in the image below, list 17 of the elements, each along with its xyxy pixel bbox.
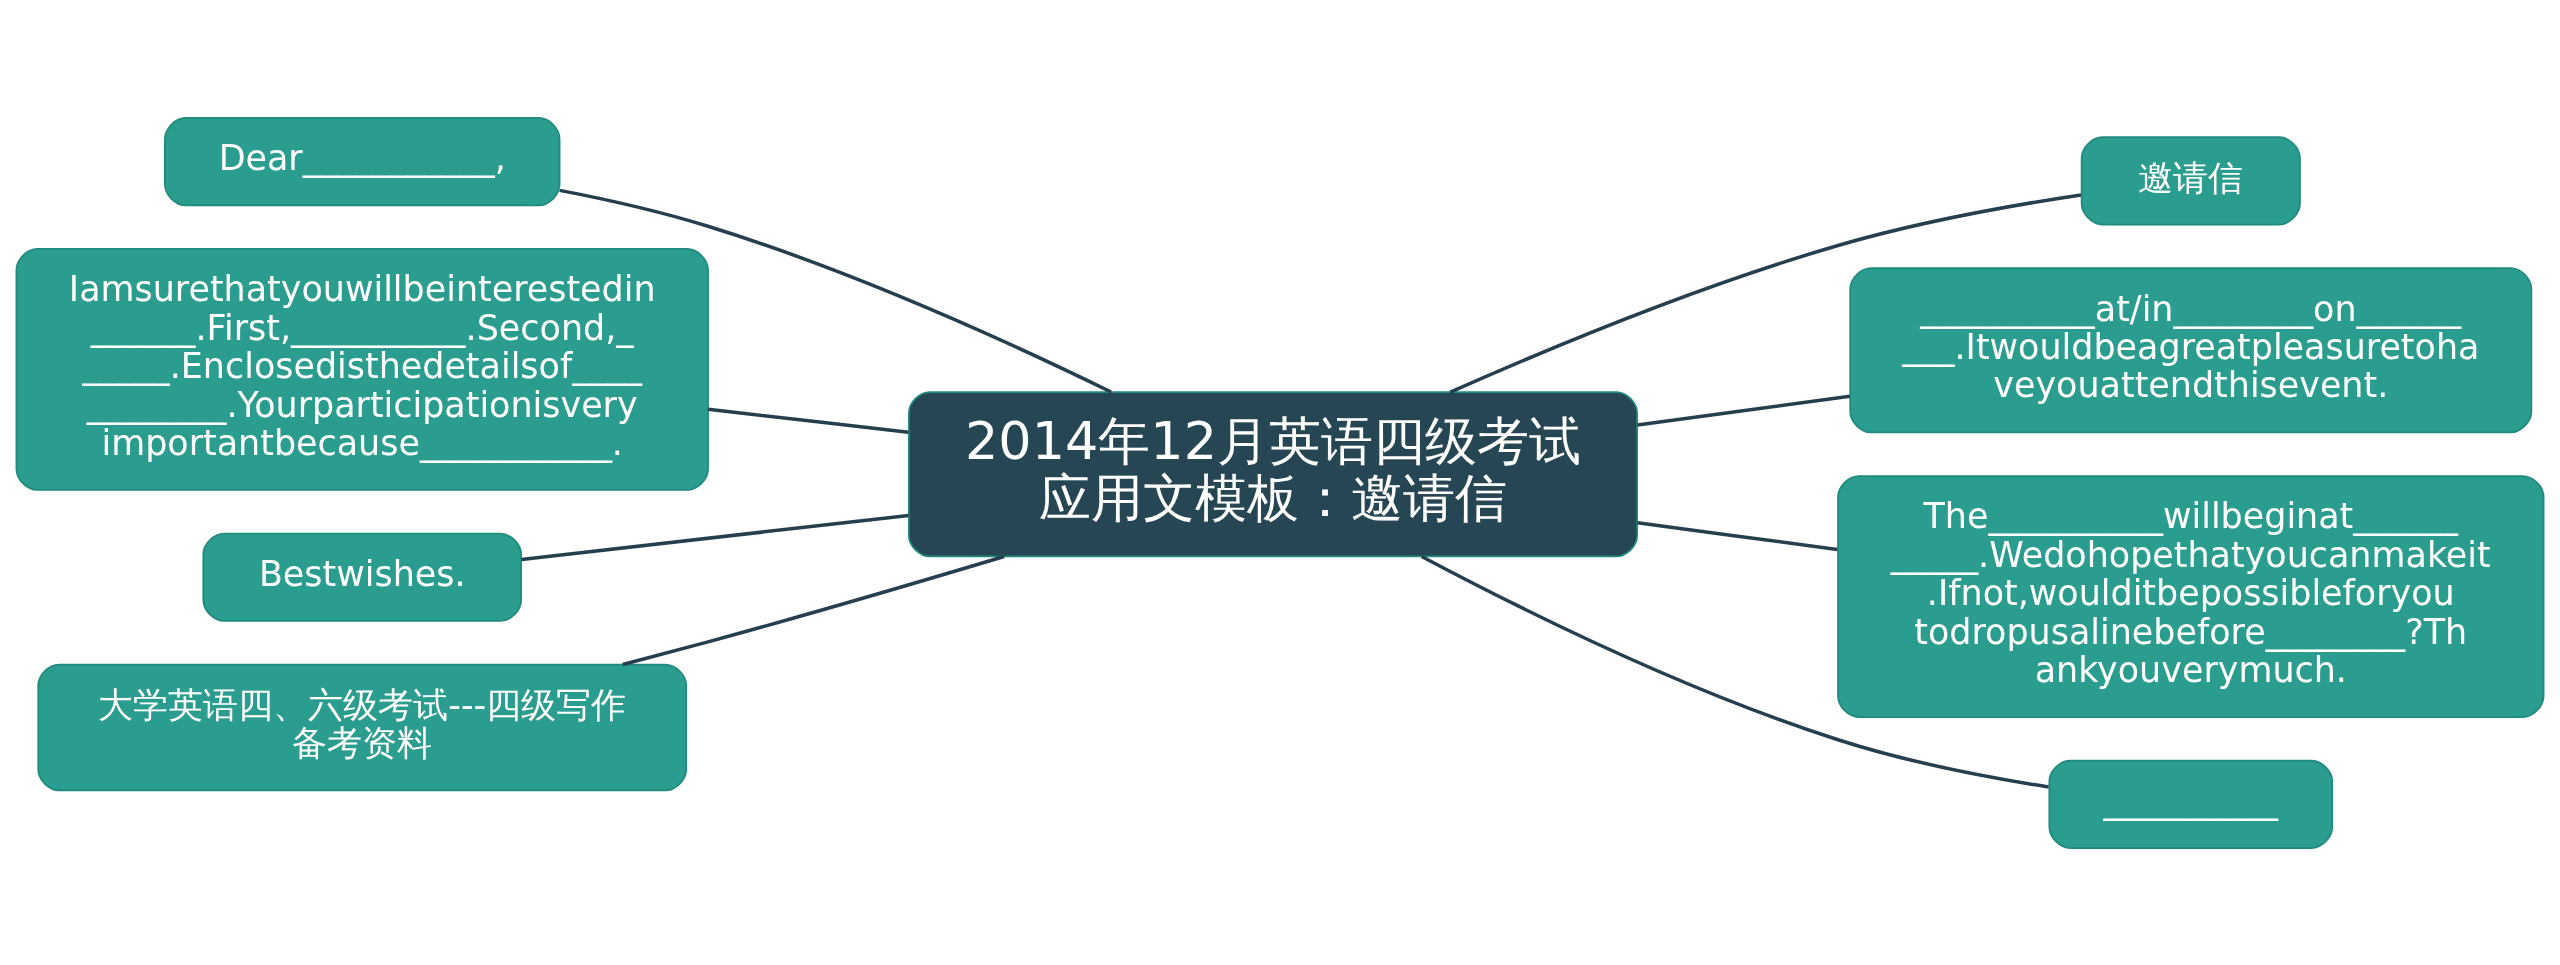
connector <box>559 188 1112 394</box>
node-box: Iamsurethatyouwillbeinterestedin______.First,__________.Second,______.Enclosedisthedetailsof____________.Yourparticipationisveryimportantbecause___________. <box>15 247 709 491</box>
connector <box>1637 394 1851 427</box>
node-box: 邀请信 <box>2080 135 2301 225</box>
connector <box>622 554 1005 666</box>
connector <box>1637 520 1838 551</box>
node-box: Dear___________, <box>164 116 561 206</box>
node-box: 2014年12月英语四级考试应用文模板：邀请信 <box>908 390 1639 557</box>
node-box: 大学英语四、六级考试---四级写作备考资料 <box>37 663 688 791</box>
node-box: The__________willbeginat___________.Wedohopethatyoucanmakeit.Ifnot,woulditbepossibleforyoutodropusalinebefore________?Thankyouverymuch. <box>1837 474 2545 718</box>
connector <box>708 407 909 434</box>
node-box: __________at/in________on_________.Itwouldbeagreatpleasuretohaveyouattendthisevent. <box>1849 266 2533 433</box>
node-box: Bestwishes. <box>202 532 523 622</box>
connector <box>521 513 909 561</box>
connector <box>1420 554 2049 789</box>
node-box: __________ <box>2048 759 2334 849</box>
connector <box>1449 192 2082 394</box>
